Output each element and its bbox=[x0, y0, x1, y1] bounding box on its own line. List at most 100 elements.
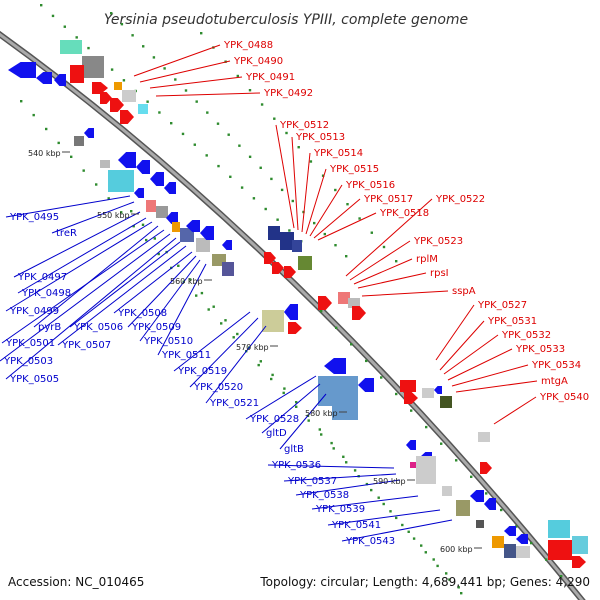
gene-block bbox=[332, 400, 358, 420]
forward-gene-label-leader bbox=[353, 258, 413, 285]
tick-dot bbox=[455, 459, 458, 462]
reverse-gene-label: YPK_0503 bbox=[3, 356, 53, 367]
kbp-marker: 590 kbp bbox=[373, 477, 406, 486]
tick-dot bbox=[212, 305, 215, 308]
reverse-gene-label-leader bbox=[157, 263, 207, 356]
forward-gene-label-leader bbox=[361, 290, 449, 297]
forward-gene-label: YPK_0533 bbox=[515, 344, 565, 355]
tick-dot bbox=[560, 575, 563, 578]
tick-dot bbox=[70, 155, 73, 158]
gene-block bbox=[298, 256, 312, 270]
forward-gene-arrow bbox=[92, 82, 108, 94]
tick-dot bbox=[334, 188, 337, 192]
tick-dot bbox=[240, 186, 244, 189]
tick-dot bbox=[174, 78, 177, 81]
forward-gene-label: YPK_0514 bbox=[313, 148, 363, 159]
reverse-gene-label-leader bbox=[69, 241, 181, 328]
tick-dot bbox=[365, 359, 368, 363]
reverse-gene-arrow bbox=[54, 74, 66, 86]
gene-block bbox=[416, 456, 436, 484]
tick-dot bbox=[460, 592, 463, 595]
tick-dot bbox=[295, 405, 298, 408]
tick-dot bbox=[401, 523, 404, 527]
gene-block bbox=[138, 104, 148, 114]
forward-gene-label: sspA bbox=[452, 286, 476, 297]
forward-gene-label: YPK_0518 bbox=[379, 208, 429, 219]
gene-block bbox=[292, 240, 302, 252]
forward-gene-label: YPK_0491 bbox=[245, 72, 295, 83]
gene-block bbox=[548, 540, 572, 560]
gene-block bbox=[478, 432, 490, 442]
reverse-gene-label: YPK_0536 bbox=[271, 460, 321, 471]
tick-dot bbox=[370, 231, 373, 234]
reverse-gene-arrow bbox=[8, 62, 36, 78]
tick-dot bbox=[45, 127, 48, 131]
kbp-marker: 550 kbp bbox=[97, 211, 130, 220]
tick-dot bbox=[264, 207, 267, 211]
reverse-gene-label: YPK_0543 bbox=[345, 536, 395, 547]
forward-gene-label-leader bbox=[439, 320, 485, 371]
tick-dot bbox=[170, 122, 173, 125]
forward-gene-label-leader bbox=[305, 168, 327, 235]
gene-block bbox=[348, 298, 360, 308]
tick-dot bbox=[120, 23, 124, 26]
tick-dot bbox=[335, 326, 338, 329]
topology-text: Topology: circular; Length: 4,689,441 bp… bbox=[259, 575, 590, 589]
reverse-gene-label: gltB bbox=[284, 444, 304, 455]
forward-gene-label: mtgA bbox=[541, 376, 568, 387]
gene-block bbox=[400, 380, 416, 392]
tick-dot bbox=[276, 218, 279, 221]
gene-block bbox=[114, 82, 122, 90]
tick-dot bbox=[307, 419, 310, 422]
tick-dot bbox=[545, 558, 548, 561]
forward-gene-label-leader bbox=[313, 198, 361, 239]
forward-gene-label: YPK_0516 bbox=[345, 180, 395, 191]
tick-dot bbox=[130, 210, 133, 213]
reverse-gene-label: YPK_0528 bbox=[249, 414, 299, 425]
forward-gene-arrow bbox=[318, 296, 332, 310]
gene-block bbox=[108, 170, 134, 192]
tick-dot bbox=[432, 558, 435, 561]
gene-block bbox=[172, 222, 180, 232]
reverse-gene-label-leader bbox=[245, 375, 317, 420]
reverse-gene-label-leader bbox=[33, 225, 159, 328]
forward-gene-arrow bbox=[352, 306, 366, 320]
tick-dot bbox=[252, 197, 256, 200]
reverse-gene-label: YPK_0509 bbox=[131, 322, 181, 333]
tick-dot bbox=[436, 564, 439, 568]
tick-dot bbox=[382, 245, 386, 249]
reverse-gene-label: YPK_0499 bbox=[9, 306, 59, 317]
gene-block bbox=[516, 546, 530, 558]
tick-dot bbox=[216, 122, 220, 125]
gene-block bbox=[180, 228, 194, 242]
tick-dot bbox=[188, 278, 192, 281]
reverse-gene-label-leader bbox=[261, 383, 321, 434]
forward-gene-label-leader bbox=[155, 92, 261, 97]
reverse-gene-arrow bbox=[358, 378, 374, 392]
tick-dot bbox=[345, 255, 348, 258]
tick-dot bbox=[177, 264, 180, 267]
forward-gene-label: rplM bbox=[416, 254, 438, 265]
reverse-gene-label: YPK_0538 bbox=[299, 490, 349, 501]
tick-dot bbox=[248, 89, 252, 92]
reverse-gene-label-leader bbox=[1, 229, 165, 344]
forward-gene-label: YPK_0532 bbox=[501, 330, 551, 341]
forward-gene-label: YPK_0522 bbox=[435, 194, 485, 205]
reverse-gene-label: pyrB bbox=[38, 322, 61, 333]
reverse-gene-arrow bbox=[516, 534, 528, 544]
reverse-gene-label: YPK_0521 bbox=[209, 398, 259, 409]
reverse-gene-arrow bbox=[470, 490, 484, 502]
reverse-gene-arrow bbox=[186, 220, 200, 232]
tick-dot bbox=[63, 25, 66, 28]
reverse-gene-label: YPK_0541 bbox=[331, 520, 381, 531]
forward-gene-label: YPK_0515 bbox=[329, 164, 379, 175]
reverse-gene-label-leader bbox=[295, 479, 401, 496]
tick-dot bbox=[380, 376, 383, 379]
reverse-gene-arrow bbox=[324, 358, 346, 374]
gene-block bbox=[456, 500, 470, 516]
tick-dot bbox=[282, 391, 285, 395]
forward-gene-arrow bbox=[404, 392, 418, 404]
tick-dot bbox=[270, 177, 273, 181]
label-leader-lines bbox=[0, 44, 538, 542]
forward-gene-arrow bbox=[480, 462, 492, 474]
